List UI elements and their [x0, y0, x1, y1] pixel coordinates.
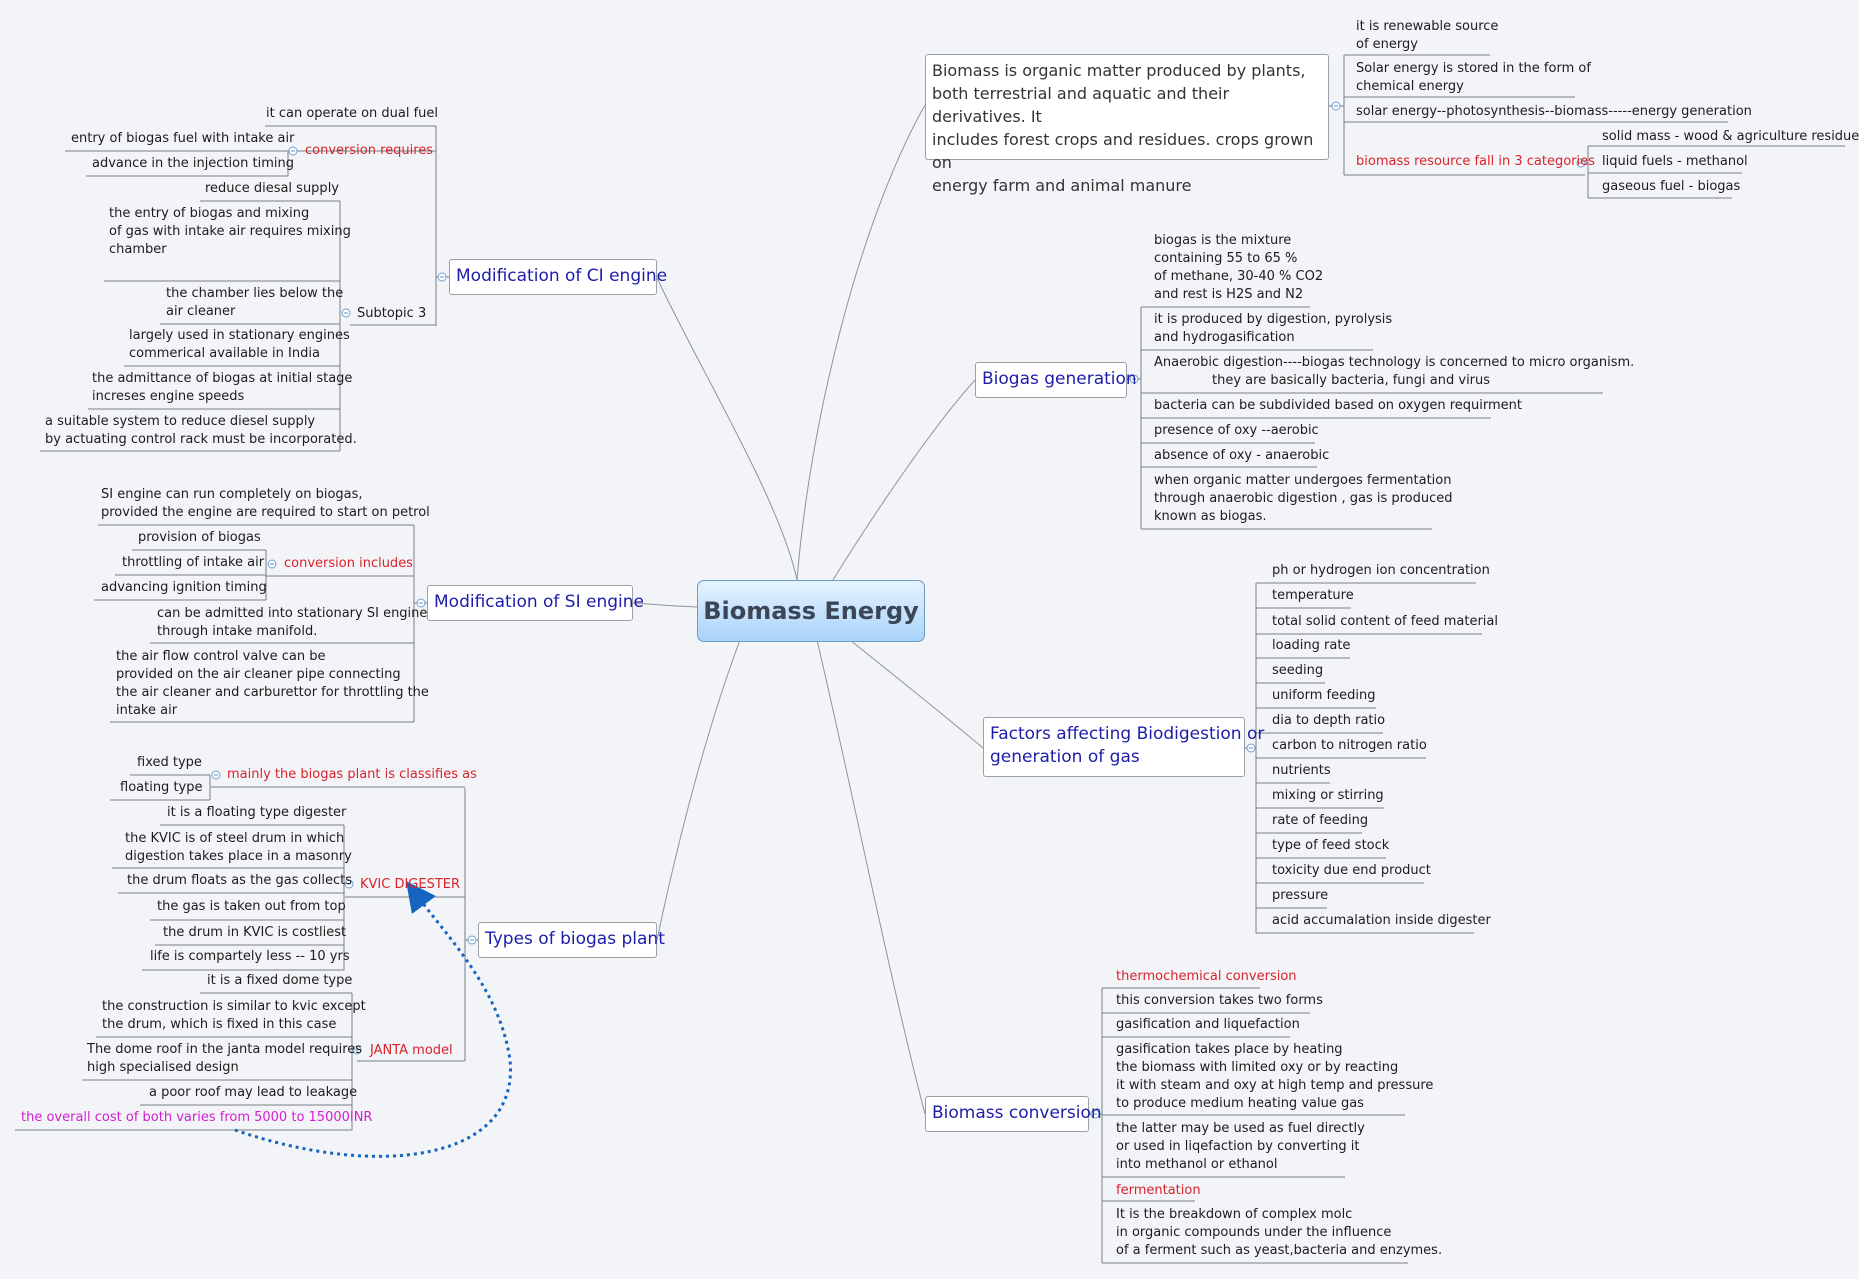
kvic-life[interactable]: life is compartely less -- 10 yrs	[150, 949, 350, 964]
si-admitted[interactable]: can be admitted into stationary SI engin…	[157, 606, 428, 639]
factor-ph[interactable]: ph or hydrogen ion concentration	[1272, 563, 1490, 578]
factor-temperature[interactable]: temperature	[1272, 588, 1354, 603]
plant-overall-cost[interactable]: the overall cost of both varies from 500…	[21, 1110, 373, 1125]
factor-carbon-nitrogen[interactable]: carbon to nitrogen ratio	[1272, 738, 1427, 753]
si-provision[interactable]: provision of biogas	[138, 530, 261, 545]
ci-suitable-system[interactable]: a suitable system to reduce diesel suppl…	[45, 414, 357, 447]
central-topic-label: Biomass Energy	[703, 597, 919, 625]
janta-poor-roof[interactable]: a poor roof may lead to leakage	[149, 1085, 358, 1100]
ci-entry-fuel[interactable]: entry of biogas fuel with intake air	[71, 131, 295, 146]
conversion-gas-liq[interactable]: gasification and liquefaction	[1116, 1017, 1300, 1032]
janta-construction[interactable]: the construction is similar to kvic exce…	[102, 999, 366, 1032]
factor-pressure[interactable]: pressure	[1272, 888, 1329, 903]
factor-toxicity[interactable]: toxicity due end product	[1272, 863, 1431, 878]
kvic-drum-floats[interactable]: the drum floats as the gas collects	[127, 873, 353, 888]
biogas-anaerobic[interactable]: Anaerobic digestion----biogas technology…	[1154, 355, 1635, 388]
si-advancing[interactable]: advancing ignition timing	[101, 580, 267, 595]
janta-dome-roof[interactable]: The dome roof in the janta model require…	[87, 1042, 363, 1075]
category-liquid[interactable]: liquid fuels - methanol	[1602, 154, 1748, 169]
factor-mixing[interactable]: mixing or stirring	[1272, 788, 1384, 803]
factor-loading-rate[interactable]: loading rate	[1272, 638, 1351, 653]
biogas-generation-topic[interactable]: Biogas generation	[975, 362, 1137, 398]
kvic-digester[interactable]: KVIC DIGESTER	[360, 877, 461, 892]
factor-solid-content[interactable]: total solid content of feed material	[1272, 614, 1498, 629]
central-topic[interactable]: Biomass Energy	[697, 580, 925, 642]
biomass-conversion-topic[interactable]: Biomass conversion	[925, 1096, 1102, 1132]
conversion-two-forms[interactable]: this conversion takes two forms	[1116, 993, 1323, 1008]
janta-fixed-dome[interactable]: it is a fixed dome type	[207, 973, 353, 988]
factor-seeding[interactable]: seeding	[1272, 663, 1324, 678]
si-run-completely[interactable]: SI engine can run completely on biogas,p…	[101, 487, 430, 520]
factor-dia-depth[interactable]: dia to depth ratio	[1272, 713, 1386, 728]
biogas-fermentation[interactable]: when organic matter undergoes fermentati…	[1154, 473, 1453, 524]
factor-uniform-feeding[interactable]: uniform feeding	[1272, 688, 1376, 703]
kvic-costliest[interactable]: the drum in KVIC is costliest	[163, 925, 347, 940]
plant-types-topic[interactable]: Types of biogas plant	[478, 922, 665, 958]
biogas-presence-oxy[interactable]: presence of oxy --aerobic	[1154, 423, 1319, 438]
plant-fixed-type[interactable]: fixed type	[137, 755, 202, 770]
si-conversion-includes[interactable]: conversion includes	[284, 556, 413, 571]
factor-feed-stock[interactable]: type of feed stock	[1272, 838, 1390, 853]
janta-model[interactable]: JANTA model	[370, 1043, 453, 1058]
intro-line: Biomass is organic matter produced by pl…	[932, 61, 1306, 80]
intro-topic[interactable]: Biomass is organic matter produced by pl…	[925, 54, 1329, 195]
intro-line: both terrestrial and aquatic and their d…	[932, 84, 1230, 126]
si-engine-topic[interactable]: Modification of SI engine	[427, 585, 644, 621]
si-throttling[interactable]: throttling of intake air	[122, 555, 265, 570]
biogas-absence-oxy[interactable]: absence of oxy - anaerobic	[1154, 448, 1330, 463]
conversion-thermochemical[interactable]: thermochemical conversion	[1116, 969, 1297, 984]
factor-nutrients[interactable]: nutrients	[1272, 763, 1331, 778]
ci-reduce-diesel[interactable]: reduce diesal supply	[205, 181, 339, 196]
ci-conversion-requires[interactable]: conversion requires	[305, 143, 434, 158]
intro-energy-chain[interactable]: solar energy--photosynthesis--biomass---…	[1356, 104, 1752, 119]
ci-subtopic[interactable]: Subtopic 3	[357, 306, 427, 321]
ci-dual-fuel[interactable]: it can operate on dual fuel	[266, 106, 439, 121]
intro-line: energy farm and animal manure	[932, 176, 1192, 195]
kvic-floating-type[interactable]: it is a floating type digester	[167, 805, 347, 820]
ci-advance-injection[interactable]: advance in the injection timing	[92, 156, 294, 171]
ci-admittance[interactable]: the admittance of biogas at initial stag…	[92, 371, 353, 404]
plant-floating-type[interactable]: floating type	[120, 780, 203, 795]
category-gaseous[interactable]: gaseous fuel - biogas	[1602, 179, 1741, 194]
plant-classifies[interactable]: mainly the biogas plant is classifies as	[227, 767, 477, 782]
intro-categories-label[interactable]: biomass resource fall in 3 categories	[1356, 154, 1595, 169]
conversion-fermentation[interactable]: fermentation	[1116, 1183, 1201, 1198]
factor-acid[interactable]: acid accumalation inside digester	[1272, 913, 1491, 928]
ci-engine-topic[interactable]: Modification of CI engine	[449, 259, 667, 295]
factor-rate-feeding[interactable]: rate of feeding	[1272, 813, 1369, 828]
biogas-bacteria[interactable]: bacteria can be subdivided based on oxyg…	[1154, 398, 1522, 413]
intro-line: includes forest crops and residues. crop…	[932, 130, 1314, 172]
kvic-gas-out[interactable]: the gas is taken out from top	[157, 899, 346, 914]
category-solid[interactable]: solid mass - wood & agriculture residue	[1602, 129, 1859, 144]
